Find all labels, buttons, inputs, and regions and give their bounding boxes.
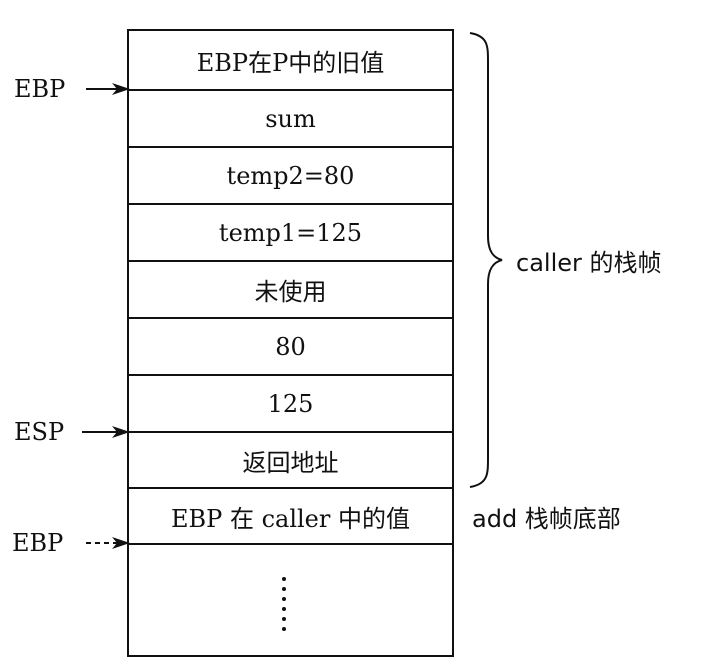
stack-cell-temp1: temp1=125 (129, 205, 452, 262)
ebp-arrow-icon (86, 83, 130, 95)
ebp-new-pointer-label: EBP (12, 529, 64, 557)
ebp-new-dashed-arrow-icon (86, 537, 130, 549)
stack-cell-arg-80: 80 (129, 319, 452, 376)
esp-arrow-icon (82, 426, 130, 438)
ebp-pointer-label: EBP (14, 75, 66, 103)
stack-cell-return-address: 返回地址 (129, 433, 452, 489)
stack-cell-old-ebp: EBP在P中的旧值 (129, 31, 452, 91)
vertical-ellipsis-icon (282, 577, 286, 631)
caller-frame-label: caller 的栈帧 (516, 249, 662, 277)
esp-pointer-label: ESP (14, 418, 65, 446)
stack-cell-sum: sum (129, 91, 452, 148)
stack-cell-arg-125: 125 (129, 376, 452, 433)
stack-cell-temp2: temp2=80 (129, 148, 452, 205)
add-frame-label: add 栈帧底部 (472, 505, 621, 533)
caller-frame-brace-icon (469, 32, 503, 488)
stack-cell-unused: 未使用 (129, 262, 452, 319)
stack-cell-caller-ebp: EBP 在 caller 中的值 (129, 489, 452, 545)
stack-frame-diagram: EBP在P中的旧值 sum temp2=80 temp1=125 未使用 80 … (127, 29, 454, 657)
